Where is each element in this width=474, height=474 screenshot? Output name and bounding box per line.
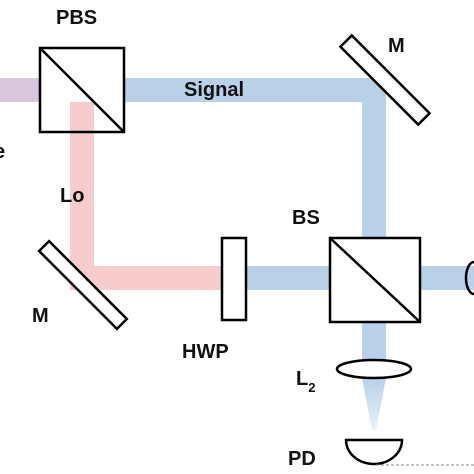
input-beam	[0, 78, 40, 102]
lens-l2	[335, 358, 413, 380]
lens-label-main: L	[296, 368, 308, 390]
signal-beam-horizontal	[124, 78, 386, 102]
signal-beam-vertical	[362, 78, 386, 238]
mirror-bottom-label: M	[32, 305, 49, 327]
photodiode	[344, 438, 474, 466]
hwp-to-bs-beam	[246, 266, 330, 290]
focused-beam	[362, 378, 386, 430]
pd-label: PD	[288, 448, 316, 470]
left-edge-label: e	[0, 141, 5, 163]
lens-label-subscript: 2	[308, 380, 315, 395]
hwp-label: HWP	[182, 341, 229, 363]
mirror-top	[338, 33, 432, 127]
lo-label: Lo	[60, 185, 84, 207]
signal-label: Signal	[184, 79, 244, 101]
mirror-top-label: M	[388, 35, 405, 57]
lens-label: L2	[296, 368, 315, 395]
bs-cube	[328, 236, 422, 324]
half-wave-plate	[220, 236, 248, 322]
right-edge-detector	[464, 260, 474, 296]
bs-output-down-beam	[362, 322, 386, 360]
bs-label: BS	[292, 207, 320, 229]
mirror-bottom	[37, 239, 129, 331]
pbs-label: PBS	[56, 7, 97, 29]
pbs-cube	[38, 46, 126, 134]
